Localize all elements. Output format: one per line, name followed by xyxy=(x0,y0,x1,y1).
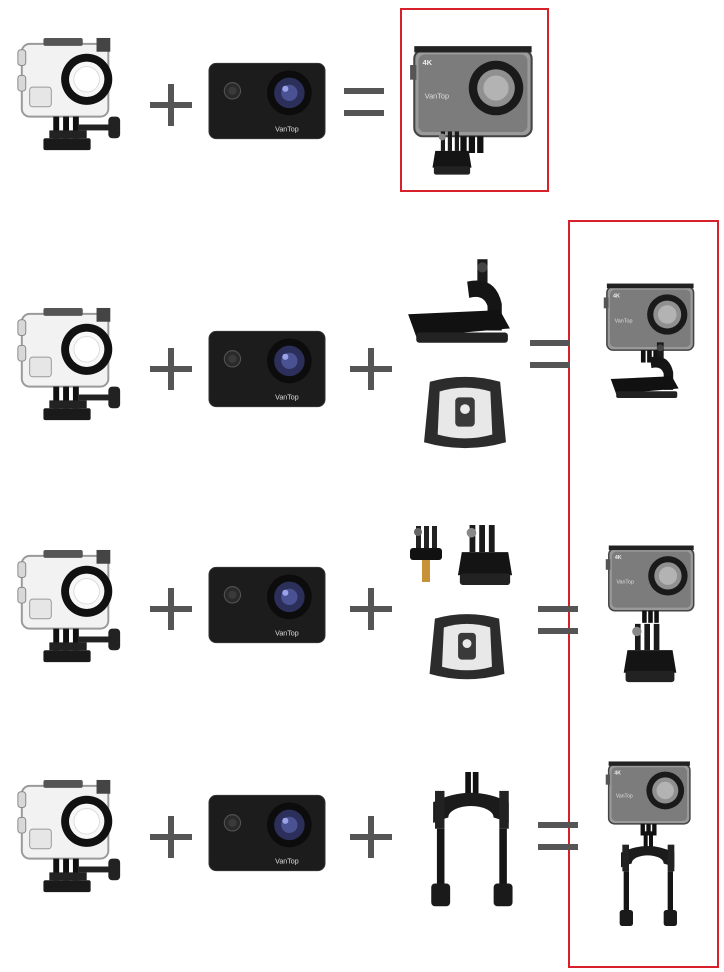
camera-brand: VanTop xyxy=(275,858,299,866)
camera-in-housing-icon: 4K VanTop xyxy=(408,44,540,174)
plus-icon xyxy=(350,816,392,858)
result-frame xyxy=(400,8,549,192)
handlebar-mount-icon xyxy=(418,770,522,912)
combo-housing-only: VanTop 4K VanTop xyxy=(0,0,724,200)
camera-in-housing-icon: 4K VanTop xyxy=(604,760,696,850)
waterproof-housing-icon xyxy=(6,778,132,896)
equals-icon xyxy=(344,88,384,116)
result-badge: 4K xyxy=(423,58,433,67)
camera-brand: VanTop xyxy=(275,126,299,134)
result-badge: 4K xyxy=(613,293,620,299)
j-hook-mount-icon xyxy=(596,356,692,422)
action-camera-icon: VanTop xyxy=(208,566,326,644)
handlebar-mount-icon xyxy=(602,830,692,930)
buckle-mount-icon xyxy=(404,130,500,176)
tripod-adapter-icon xyxy=(406,524,446,586)
camera-in-housing-icon: 4K VanTop xyxy=(604,544,700,638)
quick-release-buckle-icon xyxy=(612,622,688,684)
camera-in-housing-icon: 4K VanTop xyxy=(602,282,700,378)
equals-icon xyxy=(538,822,578,850)
waterproof-housing-icon xyxy=(6,36,132,154)
action-camera-icon: VanTop xyxy=(208,62,326,140)
results-frame xyxy=(568,220,719,968)
combo-handlebar: VanTop 4K VanTop xyxy=(0,740,724,972)
plus-icon xyxy=(150,588,192,630)
equals-icon xyxy=(538,606,578,634)
result-brand: VanTop xyxy=(616,794,633,800)
camera-brand: VanTop xyxy=(275,394,299,402)
combo-tripod-adapter: VanTop 4K VanTop xyxy=(0,510,724,710)
camera-brand: VanTop xyxy=(275,630,299,638)
waterproof-housing-icon xyxy=(6,548,132,666)
result-brand: VanTop xyxy=(616,579,634,585)
plus-icon xyxy=(150,348,192,390)
result-badge: 4K xyxy=(615,555,622,561)
adhesive-base-icon xyxy=(426,610,508,686)
equals-icon xyxy=(530,340,570,368)
result-badge: 4K xyxy=(614,771,621,777)
action-camera-icon: VanTop xyxy=(208,794,326,872)
j-hook-mount-icon xyxy=(402,242,514,364)
quick-release-buckle-icon xyxy=(456,522,514,588)
plus-icon xyxy=(350,348,392,390)
result-brand: VanTop xyxy=(615,318,633,324)
plus-icon xyxy=(350,588,392,630)
combo-j-hook: VanTop 4K VanTop xyxy=(0,220,724,460)
plus-icon xyxy=(150,816,192,858)
waterproof-housing-icon xyxy=(6,306,132,424)
result-brand: VanTop xyxy=(425,92,449,101)
plus-icon xyxy=(150,84,192,126)
action-camera-icon: VanTop xyxy=(208,330,326,408)
adhesive-base-icon xyxy=(420,374,510,454)
